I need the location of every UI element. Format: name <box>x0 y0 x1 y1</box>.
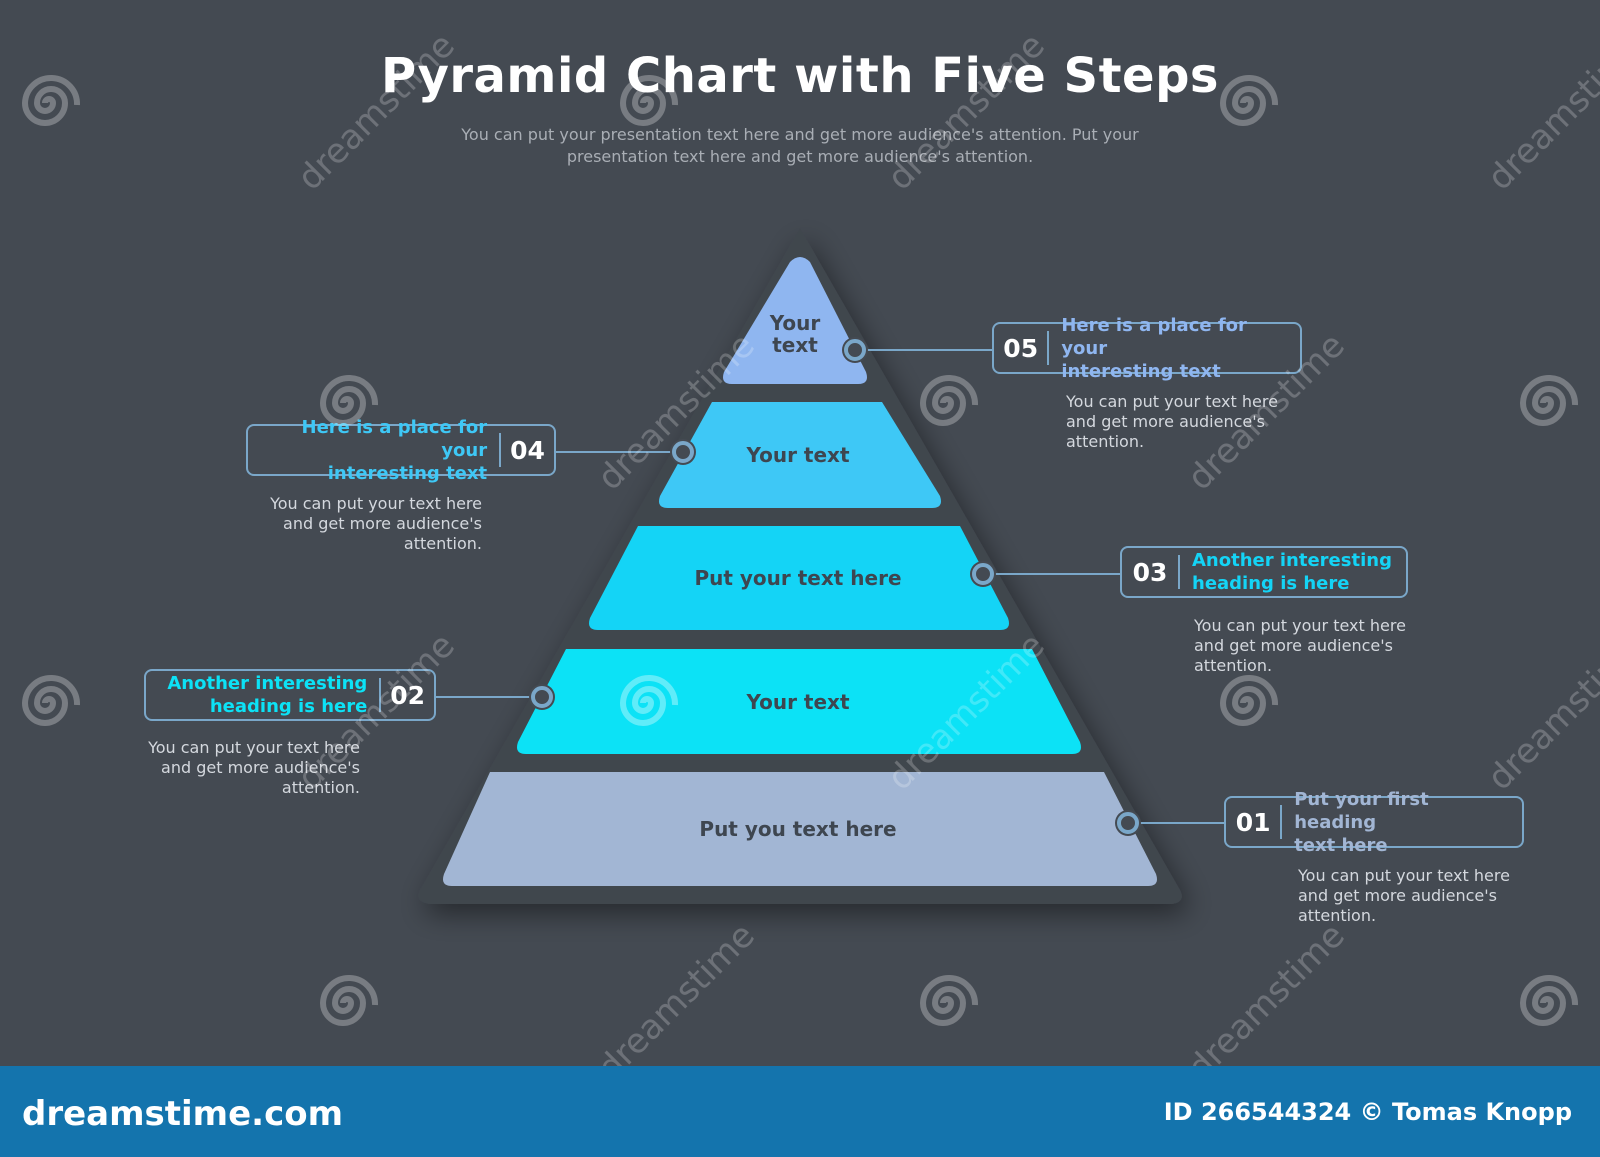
step-05-heading-line2: interesting text <box>1061 360 1221 382</box>
step-03-separator <box>1178 555 1180 589</box>
tier-5-label-line2: text <box>772 333 818 357</box>
step-04-heading: Here is a place for your interesting tex… <box>248 416 499 485</box>
watermark-footer-bar: dreamstime.com ID 266544324 © Tomas Knop… <box>0 1066 1600 1157</box>
step-02-heading-line2: heading is here <box>209 696 368 717</box>
connector-lines <box>436 349 1224 824</box>
step-03-heading-line2: heading is here <box>1192 573 1350 594</box>
tier-5-label-line1: Your <box>769 311 821 335</box>
watermark-brand: dreamstime.com <box>22 1094 344 1134</box>
step-02-separator <box>379 678 382 712</box>
step-05-heading: Here is a place for your interesting tex… <box>1049 314 1300 383</box>
step-01-heading: Put your first heading text here <box>1282 788 1522 857</box>
step-03-box: 03 Another interesting heading is here <box>1120 546 1408 598</box>
step-01-description: You can put your text here and get more … <box>1298 866 1510 925</box>
step-01-separator <box>1280 805 1283 839</box>
step-05-heading-line1: Here is a place for your <box>1061 314 1247 359</box>
step-02-number: 02 <box>390 680 425 710</box>
step-03-number: 03 <box>1132 557 1168 587</box>
dot-03 <box>970 561 996 587</box>
step-02-box: Another interesting heading is here 02 <box>144 669 436 721</box>
pyramid-tier-1 <box>443 772 1157 886</box>
tier-1-label: Put you text here <box>699 817 896 841</box>
step-01-heading-line2: text here <box>1294 834 1388 856</box>
infographic-canvas: Pyramid Chart with Five Steps You can pu… <box>21 25 1600 1066</box>
pyramid-diagram: Your text Your text Put your text here Y… <box>418 228 1224 904</box>
step-01-number: 01 <box>1235 807 1271 837</box>
step-04-description: You can put your text here and get more … <box>270 494 482 553</box>
step-03-heading: Another interesting heading is here <box>1180 549 1404 595</box>
tier-2-label: Your text <box>745 690 849 714</box>
step-05-description: You can put your text here and get more … <box>1066 392 1278 451</box>
step-05-number: 05 <box>1003 333 1039 363</box>
step-02-description: You can put your text here and get more … <box>148 738 360 797</box>
pyramid-tier-3 <box>589 526 1009 630</box>
step-03-heading-line1: Another interesting <box>1192 550 1392 571</box>
dot-02 <box>529 684 555 710</box>
step-04-box: Here is a place for your interesting tex… <box>246 417 556 484</box>
watermark-credit: ID 266544324 © Tomas Knopp <box>1163 1098 1572 1126</box>
page-title: Pyramid Chart with Five Steps <box>381 48 1219 104</box>
step-02-heading: Another interesting heading is here <box>146 672 379 718</box>
dot-04 <box>670 439 696 465</box>
tier-4-label: Your text <box>745 443 849 467</box>
pyramid-tier-5 <box>723 257 867 384</box>
step-04-heading-line1: Here is a place for your <box>301 416 488 461</box>
step-05-box: 05 Here is a place for your interesting … <box>992 315 1302 382</box>
step-04-separator <box>499 433 501 467</box>
step-02-heading-line1: Another interesting <box>167 673 368 694</box>
dot-01 <box>1115 810 1141 836</box>
step-03-description: You can put your text here and get more … <box>1194 616 1406 675</box>
dot-05 <box>842 337 868 363</box>
pyramid-tier-4 <box>659 402 941 508</box>
pyramid-tier-2 <box>517 649 1081 754</box>
connector-dots <box>529 337 1141 836</box>
step-04-number: 04 <box>510 435 545 465</box>
step-01-box: 01 Put your first heading text here <box>1224 789 1524 856</box>
step-05-separator <box>1047 331 1050 365</box>
step-01-heading-line1: Put your first heading <box>1294 788 1429 833</box>
step-04-heading-line2: interesting text <box>327 462 488 484</box>
tier-3-label: Put your text here <box>694 566 901 590</box>
page-subtitle: You can put your presentation text here … <box>461 125 1139 166</box>
